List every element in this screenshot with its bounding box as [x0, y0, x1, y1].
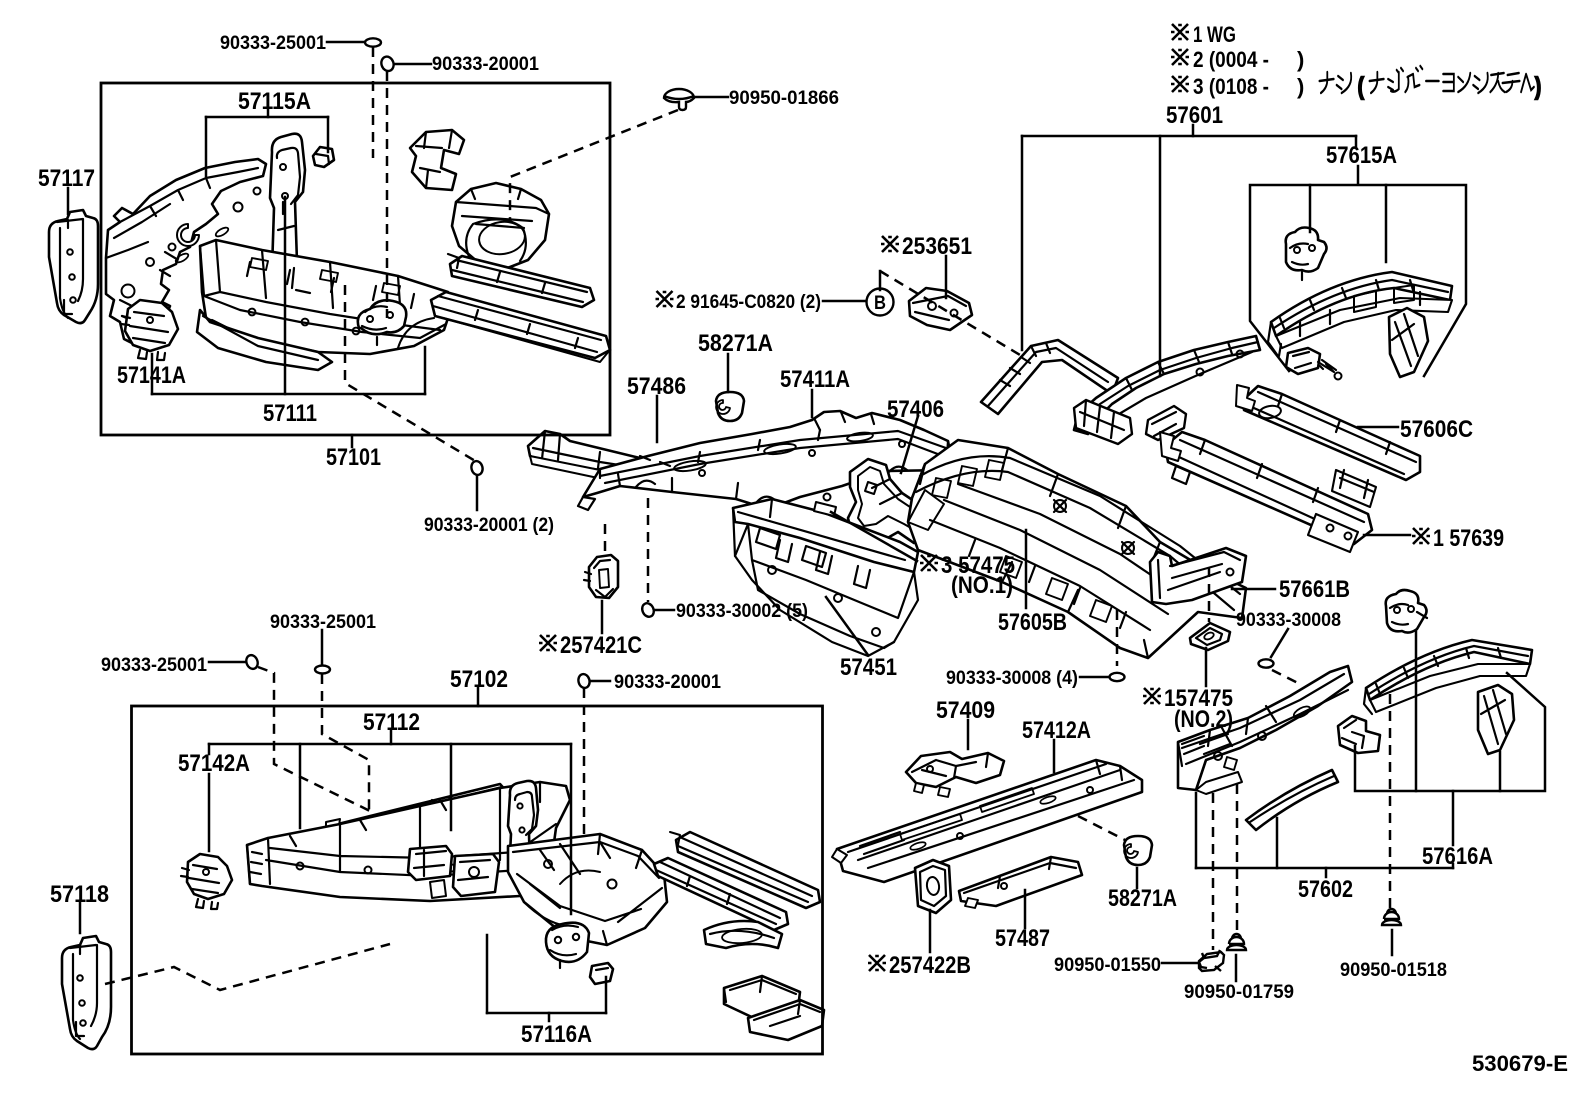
- svg-text:57142A: 57142A: [178, 750, 250, 777]
- svg-text:57117: 57117: [38, 165, 95, 192]
- svg-text:58271A: 58271A: [1108, 885, 1177, 912]
- svg-text:90950-01866: 90950-01866: [729, 88, 839, 109]
- svg-text:57412A: 57412A: [1022, 717, 1091, 744]
- svg-text:57411A: 57411A: [780, 366, 850, 393]
- svg-text:530679-E: 530679-E: [1472, 1051, 1568, 1076]
- svg-text:2 (0004 -: 2 (0004 -: [1193, 47, 1269, 72]
- svg-text:(NO.1): (NO.1): [951, 572, 1013, 599]
- svg-text:57606C: 57606C: [1400, 416, 1473, 443]
- svg-text:57605B: 57605B: [998, 609, 1067, 636]
- svg-text:57118: 57118: [50, 881, 109, 908]
- svg-text:257422B: 257422B: [889, 952, 971, 979]
- svg-text:90333-30008: 90333-30008: [1236, 610, 1341, 631]
- svg-text:257421C: 257421C: [560, 632, 642, 659]
- svg-text:90333-20001 (2): 90333-20001 (2): [424, 515, 554, 536]
- svg-text:(: (: [1358, 74, 1364, 99]
- svg-text:57112: 57112: [363, 709, 420, 736]
- svg-text:57661B: 57661B: [1279, 576, 1350, 603]
- svg-text:90333-30008 (4): 90333-30008 (4): [946, 668, 1078, 689]
- svg-text:2 91645-C0820 (2): 2 91645-C0820 (2): [676, 292, 821, 313]
- svg-text:57102: 57102: [450, 666, 508, 693]
- svg-text:(NO.2): (NO.2): [1174, 706, 1233, 733]
- svg-text:90950-01518: 90950-01518: [1340, 960, 1447, 981]
- svg-text:90950-01550: 90950-01550: [1054, 955, 1161, 976]
- svg-text:90333-25001: 90333-25001: [101, 655, 207, 676]
- svg-text:90333-25001: 90333-25001: [270, 612, 376, 633]
- svg-text:57111: 57111: [263, 400, 317, 427]
- svg-text:57115A: 57115A: [238, 88, 311, 115]
- svg-text:57409: 57409: [936, 697, 995, 724]
- svg-text:90333-20001: 90333-20001: [432, 54, 539, 75]
- svg-text:3 57475: 3 57475: [941, 552, 1015, 579]
- svg-text:57141A: 57141A: [117, 362, 186, 389]
- svg-text:57101: 57101: [326, 444, 381, 471]
- svg-text:57487: 57487: [995, 925, 1050, 952]
- svg-text:57616A: 57616A: [1422, 843, 1493, 870]
- svg-text:): ): [1297, 47, 1304, 72]
- svg-text:90333-20001: 90333-20001: [614, 672, 721, 693]
- svg-text:57406: 57406: [887, 396, 944, 423]
- svg-text:B: B: [874, 293, 886, 314]
- svg-text:): ): [1297, 74, 1304, 99]
- svg-text:57486: 57486: [627, 373, 686, 400]
- svg-text:57116A: 57116A: [521, 1021, 592, 1048]
- svg-text:1 57639: 1 57639: [1433, 525, 1504, 552]
- svg-text:57602: 57602: [1298, 876, 1353, 903]
- svg-text:58271A: 58271A: [698, 330, 773, 357]
- svg-text:57451: 57451: [840, 654, 897, 681]
- svg-text:3 (0108 -: 3 (0108 -: [1193, 74, 1269, 99]
- svg-text:57615A: 57615A: [1326, 142, 1397, 169]
- svg-text:90333-25001: 90333-25001: [220, 33, 326, 54]
- svg-text:253651: 253651: [902, 233, 972, 260]
- svg-text:90950-01759: 90950-01759: [1184, 982, 1294, 1003]
- svg-text:157475: 157475: [1164, 685, 1233, 712]
- svg-text:1 WG: 1 WG: [1193, 22, 1236, 47]
- svg-text:90333-30002 (5): 90333-30002 (5): [676, 601, 808, 622]
- svg-text:): ): [1535, 74, 1540, 99]
- svg-text:57601: 57601: [1166, 102, 1223, 129]
